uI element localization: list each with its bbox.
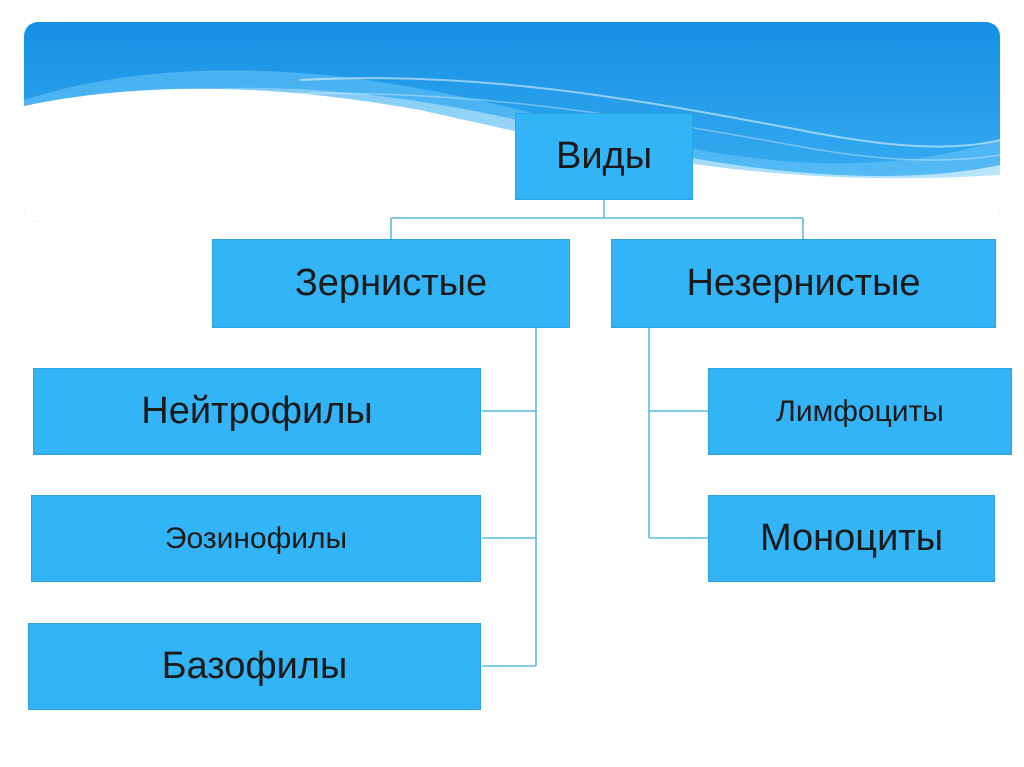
node-monocytes-label: Моноциты	[759, 517, 944, 559]
node-neutrophils: Нейтрофилы	[33, 368, 481, 455]
node-root: Виды	[515, 113, 693, 200]
node-group-granular: Зернистые	[212, 239, 570, 328]
node-lymphocytes: Лимфоциты	[708, 368, 1012, 455]
node-root-label: Виды	[555, 135, 653, 177]
node-group-agranular: Незернистые	[611, 239, 996, 328]
node-eosinophils: Эозинофилы	[31, 495, 481, 582]
node-group-agranular-label: Незернистые	[686, 262, 921, 304]
node-basophils: Базофилы	[28, 623, 481, 710]
node-lymphocytes-label: Лимфоциты	[776, 394, 944, 428]
node-basophils-label: Базофилы	[161, 645, 348, 687]
node-neutrophils-label: Нейтрофилы	[141, 390, 373, 432]
node-group-granular-label: Зернистые	[294, 262, 488, 304]
node-monocytes: Моноциты	[708, 495, 995, 582]
node-eosinophils-label: Эозинофилы	[164, 521, 348, 555]
